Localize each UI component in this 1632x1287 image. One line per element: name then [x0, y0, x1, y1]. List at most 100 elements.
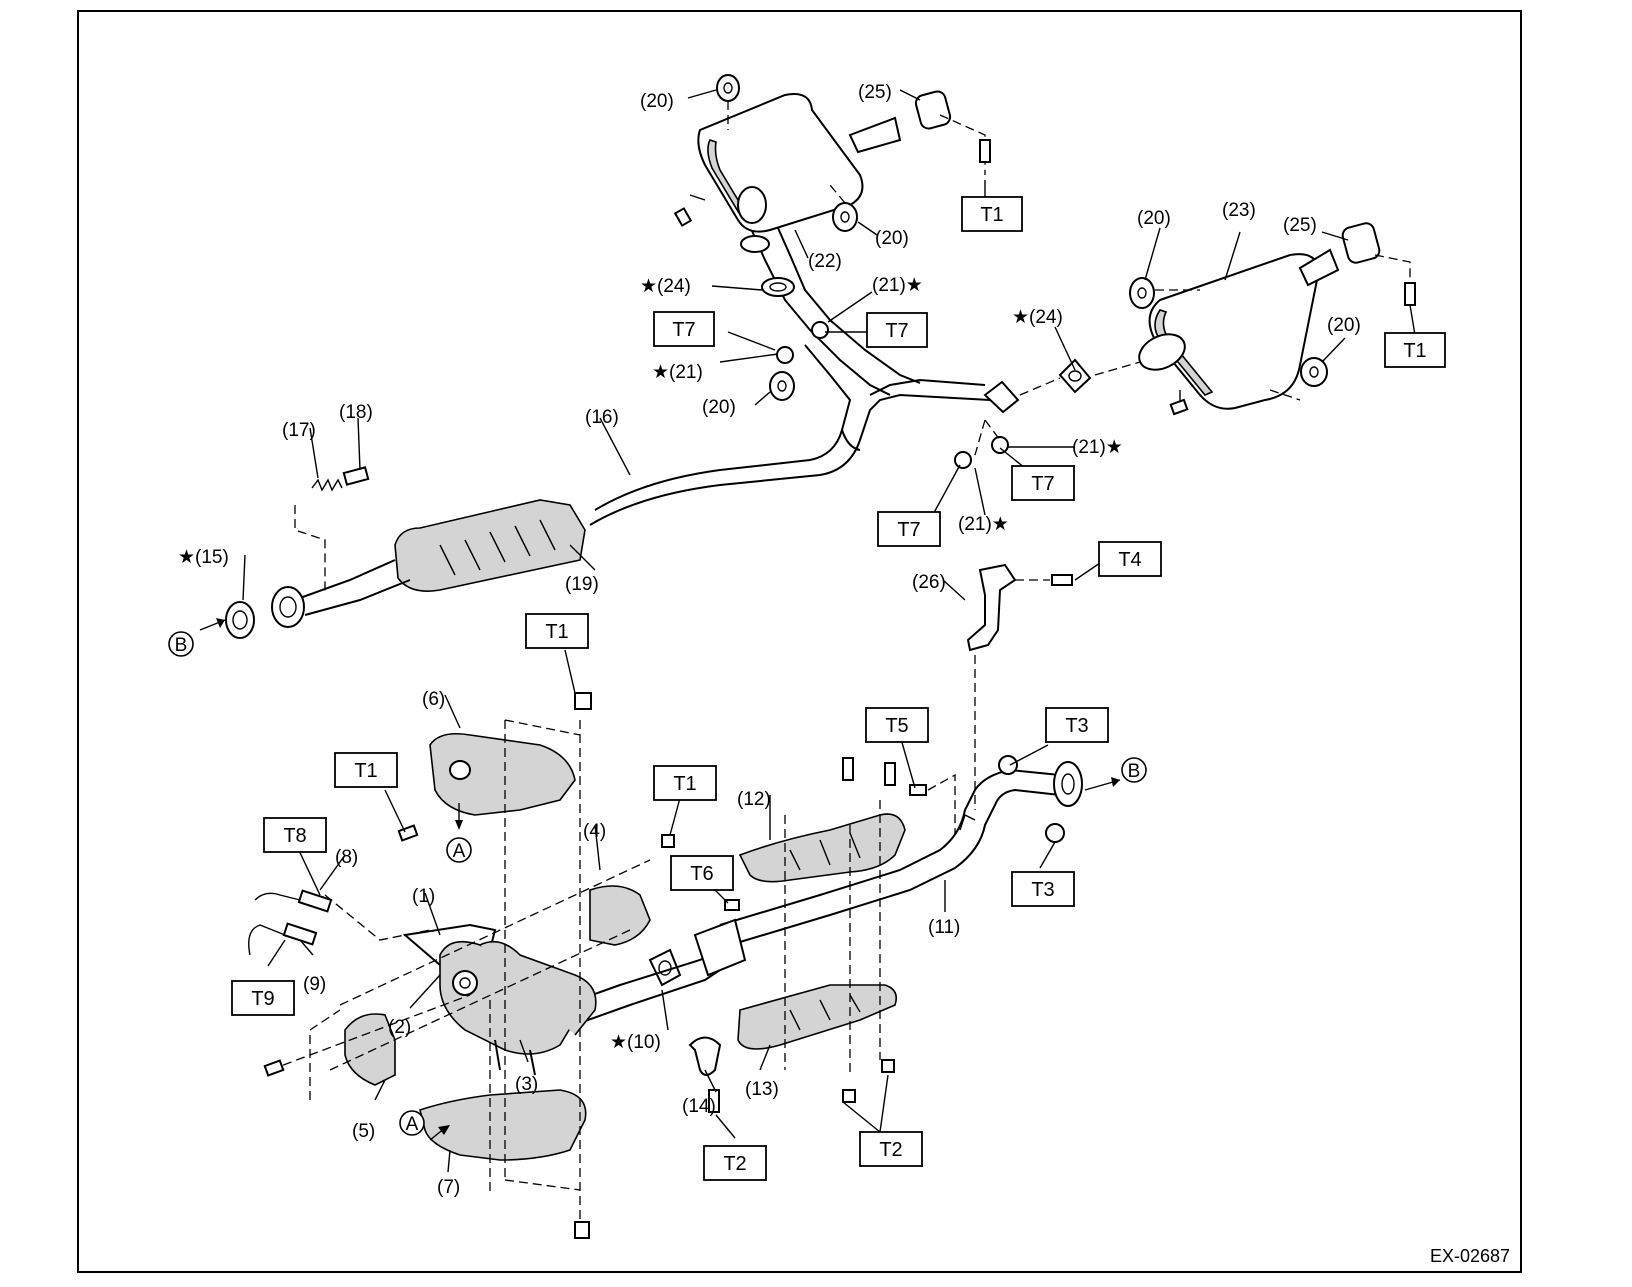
heat-shield-7 — [419, 1089, 587, 1161]
callout-7: (7) — [437, 1177, 460, 1198]
torque-box-t7: T7 — [885, 320, 908, 342]
torque-box-t4: T4 — [1118, 549, 1141, 571]
callout-20: (20) — [1327, 315, 1361, 336]
torque-box-t7: T7 — [1031, 473, 1054, 495]
rear-exhaust-pipe-11 — [719, 768, 1061, 946]
center-pipe — [589, 344, 991, 526]
callout-20: (20) — [875, 228, 909, 249]
bolt-t5 — [909, 784, 927, 796]
clamp-14 — [688, 1036, 722, 1076]
torque-box-t3: T3 — [1031, 879, 1054, 901]
muffler-bolt — [1404, 282, 1416, 306]
rear-muffler-right — [1138, 222, 1381, 416]
rear-muffler-left — [673, 90, 952, 396]
torque-box-t8: T8 — [283, 825, 306, 847]
diagram-frame — [77, 10, 1522, 1273]
heat-shield-6 — [429, 732, 576, 816]
gasket-right — [983, 358, 1092, 414]
torque-box-t7: T7 — [897, 519, 920, 541]
bolt-18 — [342, 466, 370, 486]
callout-22: (22) — [808, 251, 842, 272]
heat-shield-12 — [738, 813, 906, 883]
callout-16: (16) — [585, 407, 619, 428]
torque-box-t1: T1 — [545, 621, 568, 643]
callout-3: (3) — [515, 1074, 538, 1095]
callout-20: (20) — [640, 91, 674, 112]
callout-11: (11) — [928, 917, 960, 938]
callout-labels: (20) (25) (22) (20) ★(24) (21)★ ★(21) (2… — [178, 82, 1361, 1198]
torque-box-t1: T1 — [1403, 340, 1426, 362]
callout-6: (6) — [422, 689, 445, 710]
callout-19: (19) — [565, 574, 599, 595]
muffler-bolt — [979, 139, 991, 163]
callout-24: ★(24) — [1012, 307, 1063, 328]
callout-18: (18) — [339, 402, 373, 423]
torque-box-t1: T1 — [354, 760, 377, 782]
callout-9: (9) — [303, 974, 326, 995]
hanger-grommet — [716, 74, 740, 102]
torque-box-t2: T2 — [723, 1153, 746, 1175]
rear-flange-11 — [1053, 761, 1083, 807]
oxygen-sensor-8 — [254, 889, 333, 913]
leader-lines — [242, 89, 1416, 1173]
callout-21: (21)★ — [958, 514, 1009, 535]
nut-21 — [776, 321, 1009, 469]
callout-21: ★(21) — [652, 362, 703, 383]
nut-t3 — [998, 755, 1065, 843]
callout-20: (20) — [702, 397, 736, 418]
ref-marker-a: A — [406, 1114, 419, 1135]
callout-5: (5) — [352, 1121, 375, 1142]
torque-boxes: T1 T1 T7 T7 T7 T7 T4 T1 T5 T3 T3 T1 T1 T… — [231, 196, 1446, 1181]
figure-code: EX-02687 — [1430, 1246, 1510, 1266]
flange-front — [271, 586, 305, 628]
callout-12: (12) — [737, 789, 771, 810]
callout-15: ★(15) — [178, 547, 229, 568]
torque-box-t9: T9 — [251, 988, 274, 1010]
callout-26: (26) — [912, 572, 946, 593]
torque-box-t1: T1 — [980, 204, 1003, 226]
callout-14: (14) — [682, 1096, 716, 1117]
reference-markers: B B A A — [168, 631, 1147, 1136]
spring-17 — [311, 478, 343, 492]
bolt-t6 — [724, 899, 740, 911]
callout-1: (1) — [412, 886, 435, 907]
catalytic-converter-19 — [299, 499, 586, 616]
front-exhaust-pipe-assembly — [402, 918, 747, 1076]
bracket-bolt — [1051, 574, 1073, 586]
callout-13: (13) — [745, 1079, 779, 1100]
bolt-t2 — [842, 757, 896, 1103]
heat-shield-4 — [589, 885, 651, 946]
callout-24: ★(24) — [640, 276, 691, 297]
torque-box-t7: T7 — [672, 319, 695, 341]
hanger-grommet — [1300, 357, 1328, 387]
oxygen-sensor-9 — [248, 922, 318, 956]
gasket-10 — [648, 948, 682, 987]
callout-8: (8) — [335, 847, 358, 868]
ref-marker-b: B — [175, 635, 188, 656]
callout-10: ★(10) — [610, 1032, 661, 1053]
hanger-grommet — [832, 202, 858, 232]
callout-25: (25) — [858, 82, 892, 103]
heat-shield-5 — [344, 1013, 396, 1086]
hanger-grommet — [1129, 277, 1155, 309]
torque-box-t1: T1 — [673, 773, 696, 795]
clamp-bolt — [708, 1089, 720, 1113]
torque-box-t5: T5 — [885, 715, 908, 737]
callout-21: (21)★ — [1072, 437, 1123, 458]
callout-17: (17) — [282, 420, 316, 441]
heat-shield-bolt — [263, 692, 675, 1239]
hanger-grommet — [769, 371, 795, 401]
torque-box-t6: T6 — [690, 863, 713, 885]
torque-box-t3: T3 — [1065, 715, 1088, 737]
callout-21: (21)★ — [872, 275, 923, 296]
bracket-26 — [966, 563, 1017, 652]
callout-2: (2) — [388, 1017, 411, 1038]
ref-marker-a: A — [453, 841, 466, 862]
ref-marker-b: B — [1128, 761, 1141, 782]
heat-shield-13 — [737, 984, 898, 1050]
callout-20: (20) — [1137, 208, 1171, 229]
callout-25: (25) — [1283, 215, 1317, 236]
torque-box-t2: T2 — [879, 1139, 902, 1161]
